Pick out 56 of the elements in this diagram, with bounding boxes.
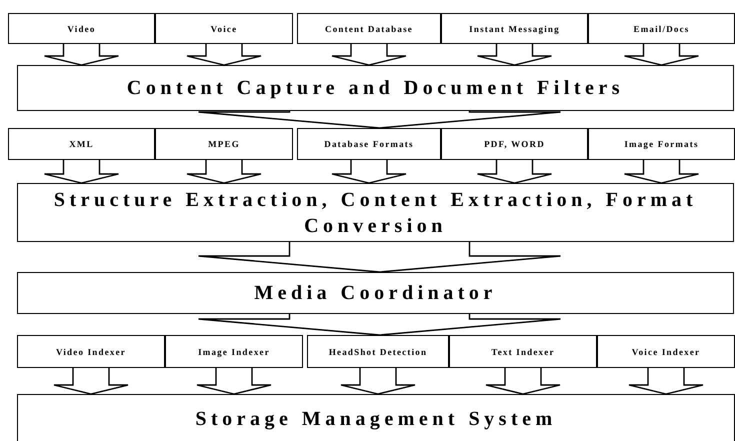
category-box <box>597 335 735 368</box>
block-arrow <box>186 43 262 66</box>
block-arrow <box>198 313 562 336</box>
box-label: PDF, WORD <box>484 139 545 149</box>
process-box <box>17 394 735 441</box>
block-arrow <box>476 159 552 184</box>
box-label: Image Formats <box>624 139 699 149</box>
category-box <box>449 335 597 368</box>
block-arrow <box>44 159 120 184</box>
block-arrow <box>331 43 407 66</box>
box-label: Content Capture and Document Filters <box>126 76 624 101</box>
category-box <box>297 128 441 160</box>
block-arrow <box>485 367 561 395</box>
category-box <box>297 13 441 44</box>
category-box <box>441 128 588 160</box>
box-label: Voice <box>210 24 238 34</box>
box-label: Storage Management System <box>195 407 557 432</box>
box-label: Video Indexer <box>56 346 126 356</box>
category-box <box>8 13 155 44</box>
block-arrow <box>196 367 272 395</box>
category-box <box>441 13 588 44</box>
block-arrow <box>624 159 700 184</box>
box-label: Instant Messaging <box>469 24 560 34</box>
box-label: Image Indexer <box>198 346 270 356</box>
process-box <box>17 65 734 111</box>
block-arrow <box>331 159 407 184</box>
box-label: Text Indexer <box>491 346 555 356</box>
category-box <box>165 335 303 368</box>
block-arrow <box>624 43 700 66</box>
block-arrow <box>628 367 704 395</box>
box-label: Email/Docs <box>634 24 690 34</box>
category-box <box>588 13 735 44</box>
box-label: Video <box>67 24 96 34</box>
category-box <box>155 13 293 44</box>
box-label: Content Database <box>325 24 413 34</box>
block-arrow <box>53 367 129 395</box>
block-arrow <box>186 159 262 184</box>
category-box <box>155 128 293 160</box>
block-arrow <box>44 43 120 66</box>
box-label: Structure Extraction, Content Extraction, Format Conversion <box>52 188 698 238</box>
process-box <box>17 183 734 242</box>
box-label: MPEG <box>208 139 240 149</box>
category-box <box>307 335 449 368</box>
category-box <box>8 128 155 160</box>
box-label: Database Formats <box>324 139 414 149</box>
block-arrow <box>198 241 562 273</box>
category-box <box>17 335 165 368</box>
block-arrow <box>198 110 562 129</box>
block-arrow <box>340 367 416 395</box>
box-label: HeadShot Detection <box>328 346 428 356</box>
block-arrow <box>476 43 552 66</box>
category-box <box>588 128 735 160</box>
process-box <box>17 272 734 314</box>
box-label: Media Coordinator <box>254 281 497 306</box>
box-label: XML <box>69 139 94 149</box>
box-label: Voice Indexer <box>632 346 700 356</box>
